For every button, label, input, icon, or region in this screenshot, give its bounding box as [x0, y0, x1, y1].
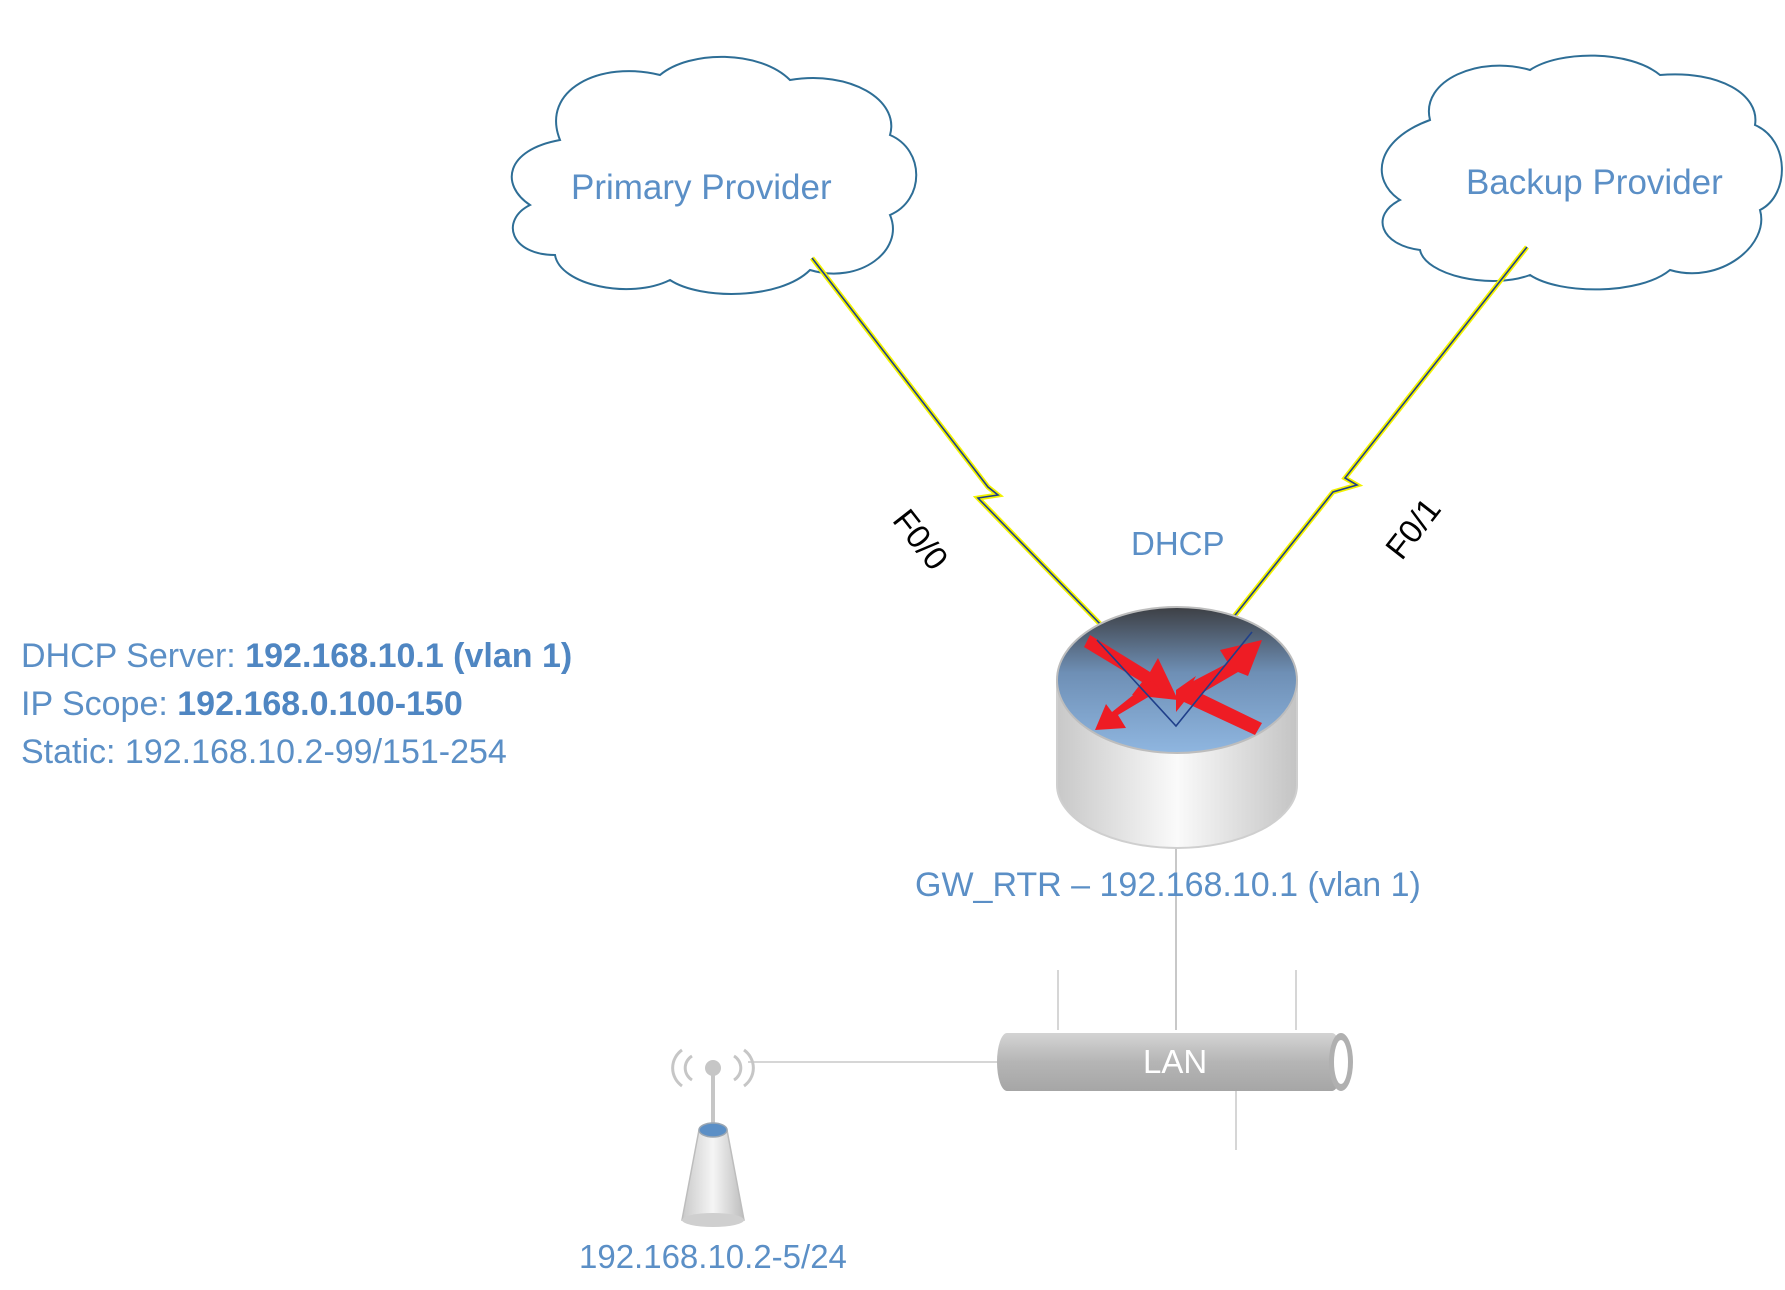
- dhcp-server-label: DHCP Server:: [21, 637, 246, 675]
- router-name-label: GW_RTR – 192.168.10.1 (vlan 1): [915, 866, 1421, 904]
- router-icon: [1056, 606, 1298, 849]
- backup-provider-cloud: [1380, 54, 1783, 291]
- ip-scope-value: 192.168.0.100-150: [177, 685, 463, 723]
- dhcp-server-value: 192.168.10.1 (vlan 1): [245, 637, 573, 675]
- primary-provider-cloud: [510, 55, 918, 295]
- static-range-line: Static: 192.168.10.2-99/151-254: [21, 728, 507, 776]
- serial-link-primary: [810, 256, 1169, 695]
- primary-provider-label: Primary Provider: [571, 168, 832, 207]
- lan-label: LAN: [1143, 1043, 1208, 1080]
- wireless-ap-icon: [671, 1048, 755, 1227]
- lan-segment: [997, 1033, 1353, 1091]
- static-range-label: Static: 192.168.10.2-99/151-254: [21, 733, 507, 771]
- ip-scope-label: IP Scope:: [21, 685, 178, 723]
- ip-scope-line: IP Scope: 192.168.0.100-150: [21, 680, 463, 728]
- backup-provider-label: Backup Provider: [1466, 163, 1723, 202]
- router-service-label: DHCP: [1131, 525, 1225, 562]
- access-point-label: 192.168.10.2-5/24: [579, 1238, 847, 1275]
- dhcp-server-line: DHCP Server: 192.168.10.1 (vlan 1): [21, 632, 572, 680]
